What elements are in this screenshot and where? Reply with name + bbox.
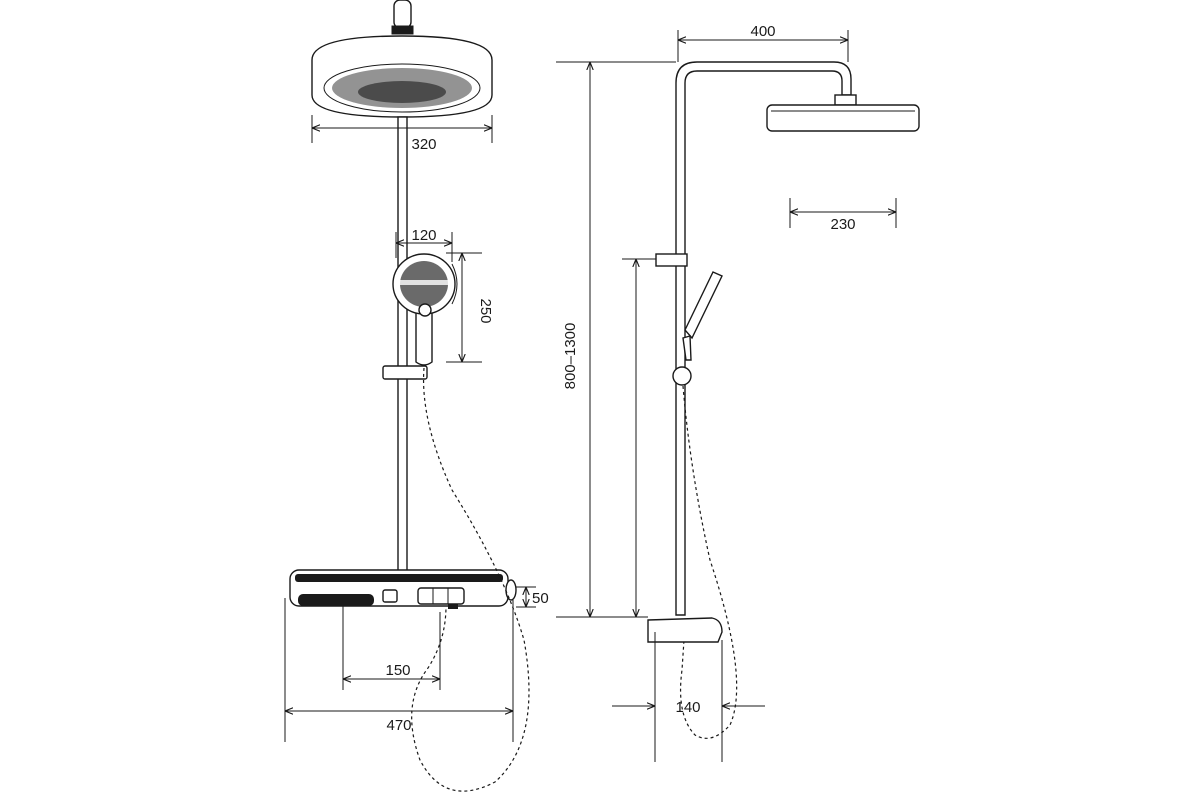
dimension-label-250: 250 [477,298,494,323]
dimension-arm-reach: 400 [677,23,849,62]
dimension-label-120: 120 [411,227,436,244]
overhead-shower-head-front [311,0,493,118]
mixer-side [647,617,723,643]
mixer-shelf-front [289,569,517,609]
hand-shower-holder-front [382,365,428,380]
front-view: 320 120 250 50 150 [284,0,549,792]
dimension-label-50: 50 [532,590,549,607]
dimension-label-470: 470 [386,717,411,734]
hose-side [679,385,738,739]
dimension-label-320: 320 [411,136,436,153]
dimension-label-230: 230 [830,216,855,233]
dimension-label-800-1300: 800–1300 [562,323,579,390]
dimension-head-diameter-side: 230 [789,198,897,233]
dimension-outlet-spacing: 150 [342,606,441,690]
dimension-label-400: 400 [750,23,775,40]
dimension-mixer-height: 50 [516,586,549,608]
side-view: 400 230 800–1300 140 [556,23,920,762]
dimension-hand-shower-length: 250 [446,252,494,363]
dimension-mixer-width: 470 [284,598,514,742]
dimension-height-range: 800–1300 [556,61,676,618]
dimension-head-diameter-front: 320 [311,115,493,153]
shower-rail-front [397,116,408,583]
holder-clamp-side [655,253,688,267]
overhead-shower-head-side [766,94,920,132]
shower-riser-side [675,61,852,616]
dimension-wall-offset: 140 [612,632,765,762]
dimension-label-150: 150 [385,662,410,679]
dimension-label-140: 140 [675,699,700,716]
dimension-hand-shower-width: 120 [395,227,453,262]
hand-shower-side [672,271,723,386]
hand-shower-front [392,253,458,366]
